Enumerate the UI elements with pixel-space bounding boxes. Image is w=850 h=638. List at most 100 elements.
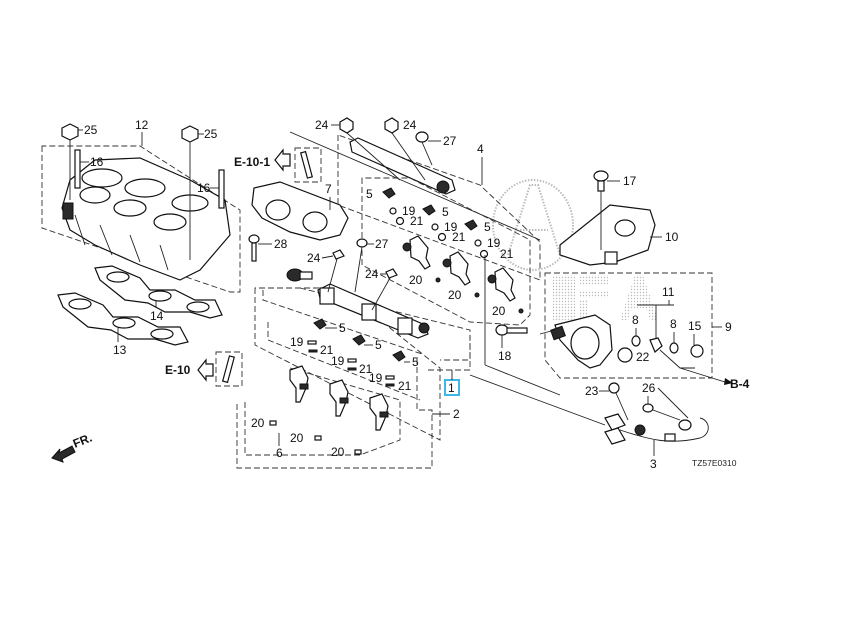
group-lower-lines	[262, 287, 471, 361]
callout-10: 10	[665, 230, 679, 244]
arrow-front-icon	[51, 445, 76, 463]
bolt-27-top[interactable]	[415, 131, 433, 166]
front-label: FR.	[71, 431, 94, 451]
fuel-rail-4[interactable]	[349, 137, 456, 195]
bolt-15[interactable]	[690, 344, 704, 358]
callout-24c: 24	[307, 251, 321, 265]
ref-e10[interactable]: E-10	[165, 351, 243, 387]
callout-5c: 5	[484, 220, 491, 234]
callout-20c: 20	[492, 304, 506, 318]
callout-26: 26	[642, 381, 656, 395]
engine-cover-7[interactable]	[251, 181, 349, 241]
clip-5[interactable]	[313, 318, 327, 330]
callout-4: 4	[477, 142, 484, 156]
oring-19[interactable]	[474, 239, 482, 247]
callout-27b: 27	[375, 237, 389, 251]
oring-19[interactable]	[389, 207, 397, 215]
nut-24-c[interactable]	[332, 249, 345, 260]
callout-14: 14	[150, 309, 164, 323]
intake-manifold[interactable]	[41, 145, 241, 293]
ref-e10-1-label[interactable]: E-10-1	[234, 155, 270, 169]
ref-b4-label[interactable]: B-4	[730, 377, 750, 391]
injector-lower-3[interactable]	[369, 393, 389, 431]
group-4-outline	[337, 134, 541, 281]
callout-21c: 21	[500, 247, 514, 261]
injector-lower-1[interactable]	[289, 365, 309, 403]
oring-19[interactable]	[431, 223, 439, 231]
oring-8a[interactable]	[631, 335, 641, 347]
injector-upper-2[interactable]	[442, 251, 471, 286]
group-2-outline	[236, 358, 433, 469]
fuel-rail-lower[interactable]	[317, 283, 430, 339]
gasket-14[interactable]	[94, 265, 223, 319]
bolt-23[interactable]	[608, 382, 629, 421]
callout-1[interactable]: 1	[448, 381, 455, 395]
group-6-outline	[244, 367, 401, 456]
seal-21[interactable]	[437, 232, 447, 242]
callout-17: 17	[623, 174, 637, 188]
seal-21[interactable]	[479, 249, 489, 259]
callout-2: 2	[453, 407, 460, 421]
seal-20[interactable]	[314, 435, 322, 441]
gasket-13[interactable]	[57, 292, 189, 346]
stud-16-left[interactable]	[74, 149, 81, 189]
arrow-right-icon	[724, 378, 733, 385]
seal-20[interactable]	[354, 449, 362, 455]
bolt-18[interactable]	[495, 324, 528, 336]
callout-5a: 5	[366, 187, 373, 201]
seal-20[interactable]	[269, 420, 277, 426]
nut-24-d[interactable]	[385, 268, 398, 279]
seal-21[interactable]	[308, 349, 318, 353]
callout-16b: 16	[197, 181, 211, 195]
ref-e10-label[interactable]: E-10	[165, 363, 191, 377]
nut-24-a[interactable]	[339, 117, 354, 134]
callout-19c: 19	[487, 236, 501, 250]
callout-24a: 24	[315, 118, 329, 132]
seal-20[interactable]	[474, 292, 480, 298]
nut-25-left[interactable]	[61, 123, 79, 200]
highlighted-part-1[interactable]: 1	[444, 379, 460, 396]
gasket-22[interactable]	[617, 347, 633, 363]
seal-21[interactable]	[347, 367, 357, 371]
clip-5[interactable]	[422, 204, 436, 216]
throttle-body[interactable]	[550, 314, 613, 369]
callout-16a: 16	[90, 155, 104, 169]
stud-16-right[interactable]	[218, 169, 225, 209]
callout-21a: 21	[410, 214, 424, 228]
oring-8b[interactable]	[669, 342, 679, 354]
bolt-17[interactable]	[593, 170, 609, 250]
seal-20[interactable]	[518, 308, 524, 314]
fuel-pipe-3[interactable]	[604, 413, 709, 445]
oring-19[interactable]	[385, 375, 395, 380]
oring-19[interactable]	[307, 340, 317, 345]
injector-upper-1[interactable]	[402, 235, 431, 270]
callout-5b: 5	[442, 205, 449, 219]
callout-18: 18	[498, 349, 512, 363]
seal-21[interactable]	[395, 216, 405, 226]
injector-upper-3[interactable]	[487, 267, 516, 302]
diagram-code: TZ57E0310	[692, 458, 737, 468]
callout-5e: 5	[375, 338, 382, 352]
clip-5[interactable]	[464, 219, 478, 231]
seal-20[interactable]	[435, 277, 441, 283]
oring-19[interactable]	[347, 358, 357, 363]
seal-21[interactable]	[385, 383, 395, 387]
injector-lower-2[interactable]	[329, 379, 349, 417]
fuel-pressure-sensor[interactable]	[286, 268, 313, 282]
callout-19d: 19	[290, 335, 304, 349]
clip-5[interactable]	[392, 350, 406, 362]
nut-24-b[interactable]	[384, 117, 399, 134]
clip-5[interactable]	[352, 334, 366, 346]
callout-13: 13	[113, 343, 127, 357]
clip-5[interactable]	[382, 187, 396, 199]
bolt-28[interactable]	[248, 234, 260, 262]
ref-e10-1[interactable]: E-10-1	[234, 147, 322, 183]
callout-19b: 19	[444, 220, 458, 234]
callout-24d: 24	[365, 267, 379, 281]
bolt-26[interactable]	[642, 403, 681, 421]
intake-part-10[interactable]	[559, 204, 656, 266]
callout-23: 23	[585, 384, 599, 398]
nut-25-right[interactable]	[181, 125, 199, 260]
bolt-27-lower[interactable]	[354, 238, 368, 293]
callout-25a: 25	[84, 123, 98, 137]
